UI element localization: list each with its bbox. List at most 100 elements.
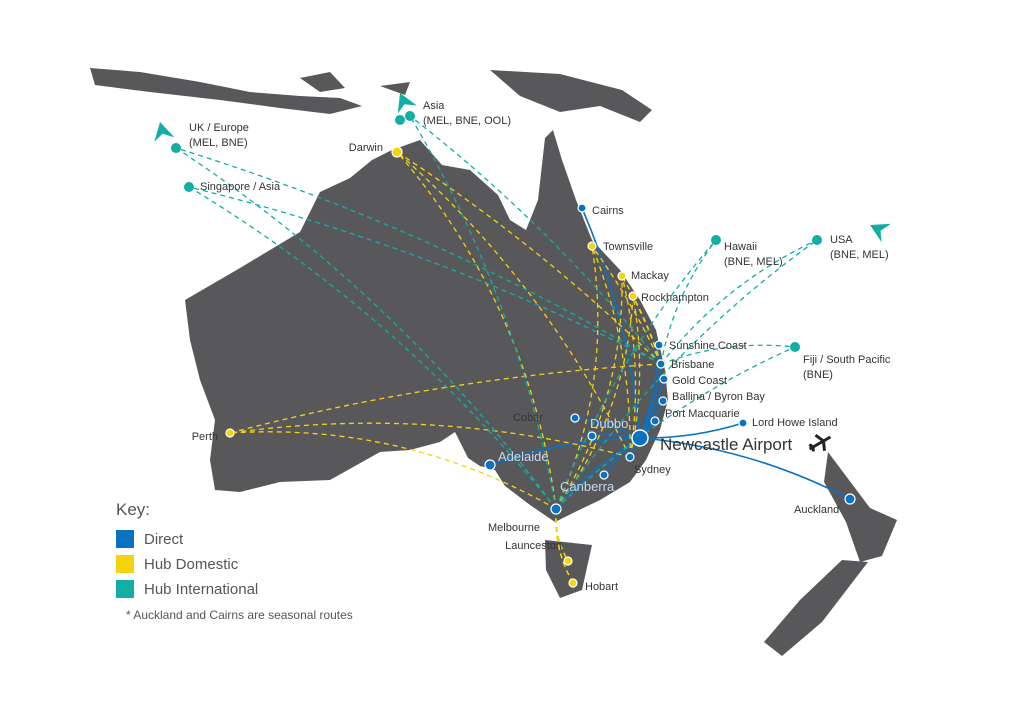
domestic-route [229,431,557,510]
airport-label: Lord Howe Island [752,417,838,429]
airport-label: Sunshine Coast [669,340,747,352]
airport-marker[interactable] [628,291,638,301]
airport-marker[interactable] [550,503,562,515]
airport-marker[interactable] [570,413,580,423]
australia [185,130,668,522]
airport-label: Darwin [349,142,383,154]
domestic-route [591,245,631,458]
destination-label: Asia [423,100,445,112]
airport-marker[interactable] [658,396,668,406]
hub-label: Newcastle Airport [660,435,793,454]
domestic-route [229,363,662,434]
international-route [555,239,818,510]
airport-marker[interactable] [654,340,664,350]
international-route [188,186,557,510]
international-route [660,239,717,365]
legend-item: Direct [116,530,353,548]
domestic-route [555,245,599,510]
tasmania [545,540,592,598]
international-route [175,147,662,365]
papua-new-guinea [490,70,652,122]
airport-marker[interactable] [617,271,627,281]
airport-marker[interactable] [587,241,597,251]
airport-marker[interactable] [650,416,660,426]
destination-label: USA [830,234,853,246]
direction-arrow-icon [154,122,175,142]
destination-marker[interactable] [171,143,181,153]
direction-arrow-icon [397,93,417,114]
domestic-route [555,275,623,510]
airport-label: Launceston [505,540,562,552]
destination-label: Fiji / South Pacific [803,354,891,366]
airport-marker[interactable] [599,470,609,480]
destination-sub-label: (BNE) [803,369,833,381]
direction-arrow-icon [870,223,891,243]
legend-item: Hub International [116,580,353,598]
airport-marker[interactable] [225,428,235,438]
airport-label: Mackay [631,270,669,282]
international-route [555,239,717,510]
airport-marker[interactable] [563,556,573,566]
airport-marker[interactable] [484,459,496,471]
airport-marker[interactable] [738,418,748,428]
airport-label: Brisbane [671,359,714,371]
airport-marker[interactable] [659,374,669,384]
airport-label: Cairns [592,205,624,217]
airport-label: Cobar [513,412,543,424]
direct-route [489,437,641,466]
airport-label: Dubbo [590,416,628,431]
domestic-route [229,422,631,458]
landmasses [90,68,897,656]
international-route [188,186,662,365]
international-route [660,344,796,365]
airport-label: Rockhampton [641,292,709,304]
domestic-route [396,151,557,510]
destination-label: Singapore / Asia [200,181,281,193]
legend-label: Direct [144,530,184,548]
airport-label: Port Macquarie [665,408,740,420]
airport-marker[interactable] [587,431,597,441]
airport-marker[interactable] [391,146,403,158]
airports [154,93,891,588]
airport-label: Adelaide [498,449,549,464]
airport-marker[interactable] [656,359,666,369]
legend-swatch [116,555,134,573]
destination-marker[interactable] [405,111,415,121]
legend-label: Hub International [144,580,259,598]
airport-marker[interactable] [568,578,578,588]
domestic-route [396,151,631,458]
legend-swatch [116,530,134,548]
domestic-route [632,295,662,365]
international-route [660,239,818,365]
international-route [409,115,662,365]
destination-marker[interactable] [395,115,405,125]
direct-route [639,437,851,500]
airport-label: Hobart [585,581,618,593]
airport-label: Melbourne [488,522,540,534]
new-zealand-north [824,452,897,562]
destination-marker[interactable] [184,182,194,192]
domestic-route [591,245,662,365]
airport-marker[interactable] [625,452,635,462]
destination-marker[interactable] [790,342,800,352]
destination-sub-label: (MEL, BNE) [189,137,248,149]
destination-sub-label: (BNE, MEL) [830,249,889,261]
hub-marker[interactable] [631,429,649,447]
airport-label: Gold Coast [672,375,727,387]
legend-swatch [116,580,134,598]
airport-label: Perth [192,431,218,443]
international-route [175,147,557,510]
airport-marker[interactable] [844,493,856,505]
airport-label: Canberra [560,479,615,494]
destination-label: UK / Europe [189,122,249,134]
domestic-route [555,508,574,584]
destination-marker[interactable] [812,235,822,245]
legend-item: Hub Domestic [116,555,353,573]
new-zealand-south [764,560,868,656]
airport-label: Sydney [634,464,671,476]
destination-marker[interactable] [711,235,721,245]
airport-marker[interactable] [577,203,587,213]
